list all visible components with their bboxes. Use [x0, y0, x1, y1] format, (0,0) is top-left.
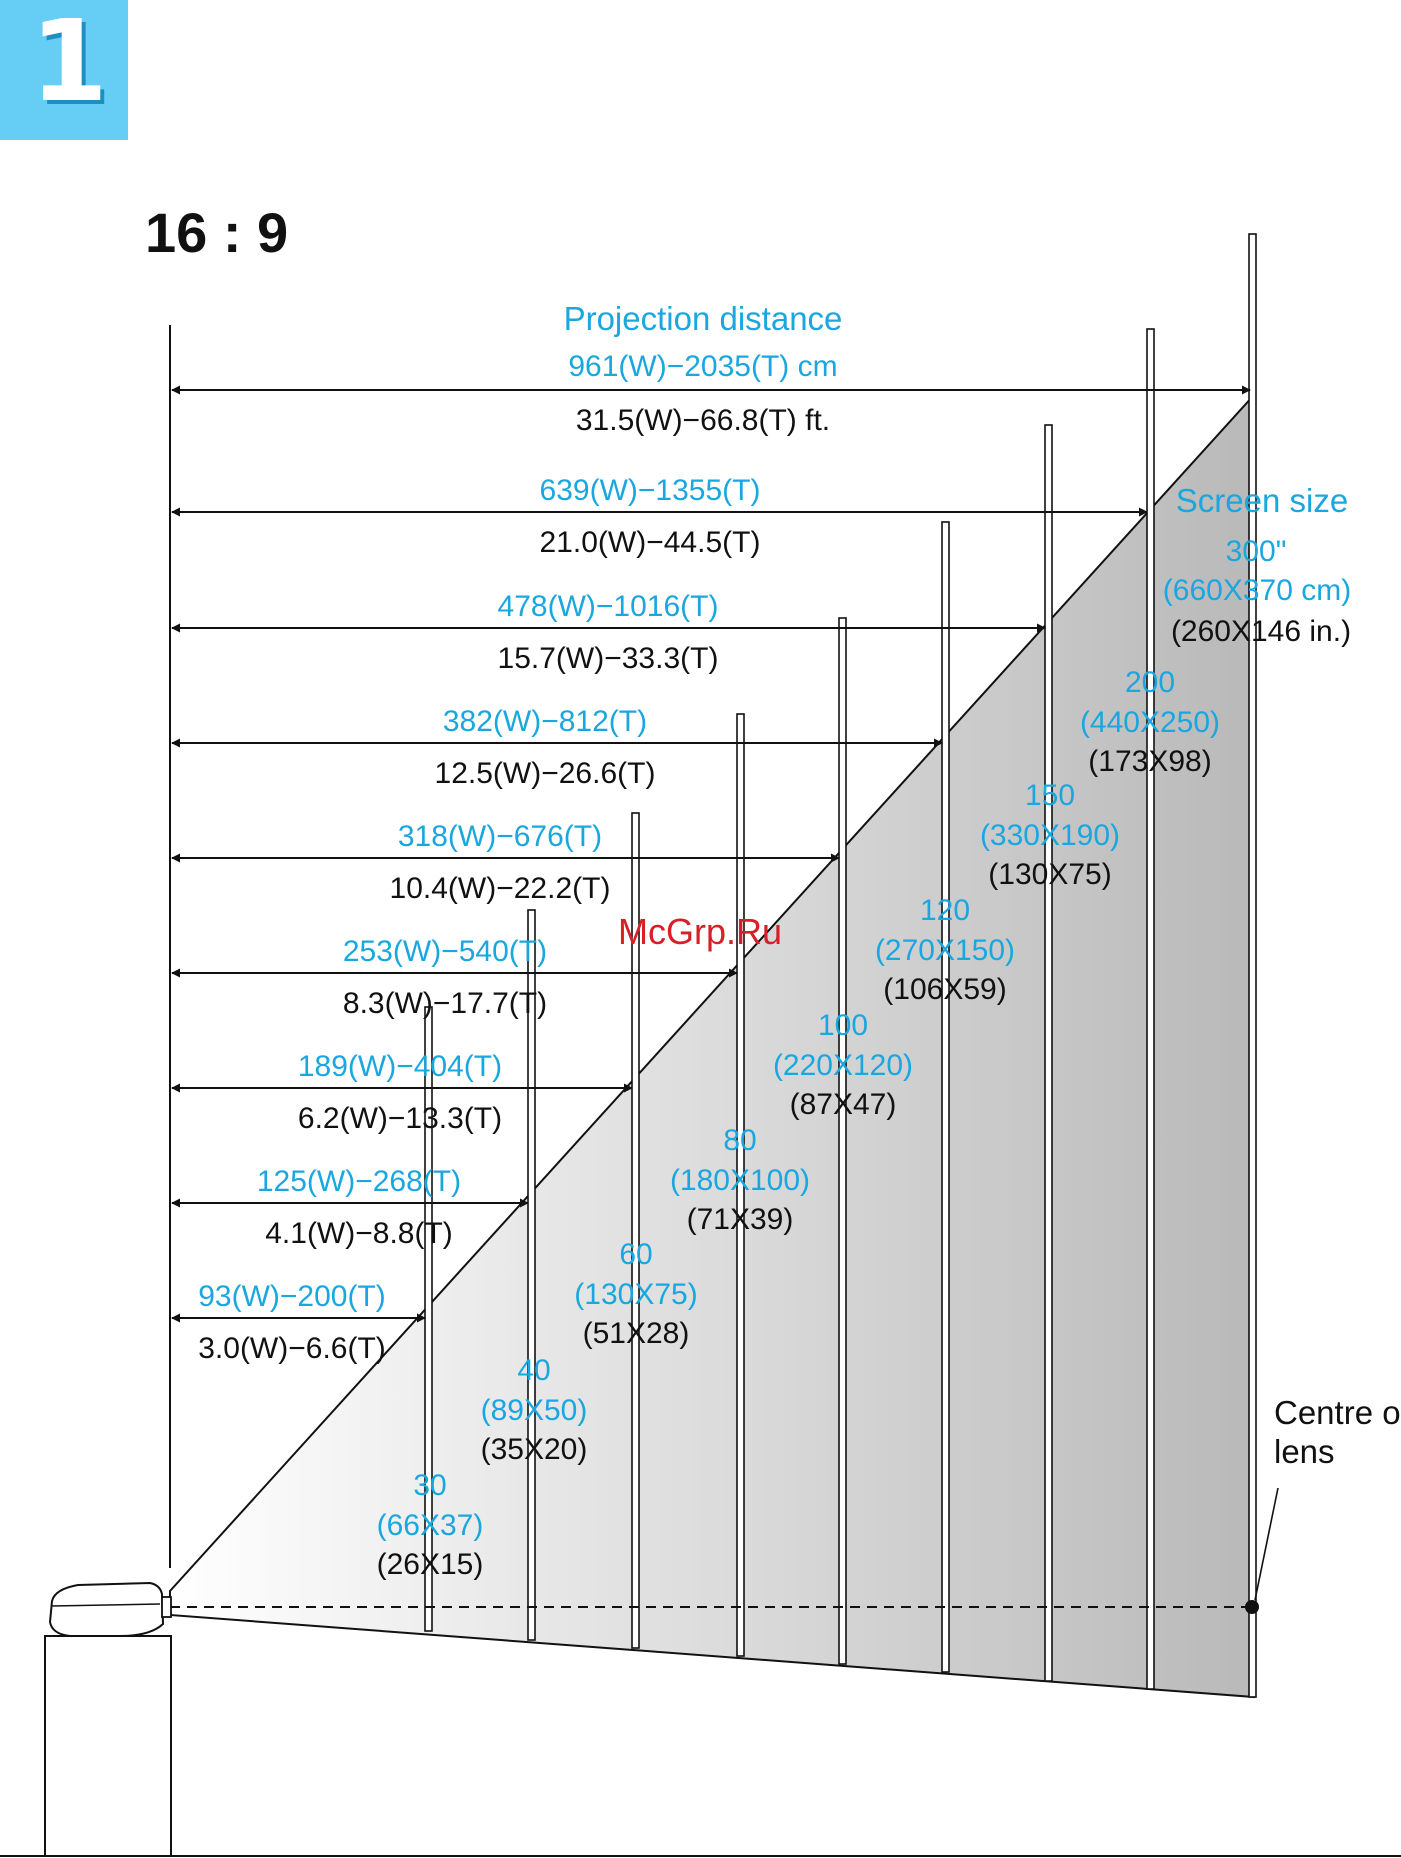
screen-size-1: 40 — [517, 1354, 550, 1387]
screen-cm-6: (330X190) — [980, 819, 1120, 852]
screen-cm-3: (180X100) — [670, 1164, 810, 1197]
screen-cm-4: (220X120) — [773, 1049, 913, 1082]
screen-inch-7: (173X98) — [1088, 745, 1211, 778]
screen-2 — [631, 812, 640, 1649]
screen-4 — [838, 617, 847, 1665]
screen-cm-2: (130X75) — [574, 1278, 697, 1311]
projector-seam — [51, 1603, 161, 1607]
screen-8 — [1248, 233, 1257, 1698]
screen-3 — [736, 713, 745, 1657]
screen-inch-2: (51X28) — [583, 1317, 690, 1350]
lens-centre-leader — [1254, 1487, 1279, 1601]
screen-size-0: 30 — [413, 1469, 446, 1502]
watermark: McGrp.Ru — [618, 911, 782, 952]
screen-inch-8: (260X146 in.) — [1171, 615, 1351, 648]
screen-size-2: 60 — [619, 1238, 652, 1271]
aspect-ratio-title: 16 : 9 — [145, 201, 289, 264]
screen-inch-5: (106X59) — [883, 973, 1006, 1006]
distance-metric-7: 639(W)−1355(T) — [540, 474, 761, 507]
projection-distance-title: Projection distance — [564, 300, 843, 337]
distance-metric-0: 93(W)−200(T) — [198, 1280, 386, 1313]
lens-centre-dot — [1245, 1600, 1259, 1614]
screen-size-8: 300" — [1226, 535, 1287, 568]
distance-imperial-3: 8.3(W)−17.7(T) — [343, 987, 547, 1020]
centre-of-lens-label-1: Centre of — [1274, 1394, 1401, 1431]
screen-size-3: 80 — [723, 1124, 756, 1157]
distance-imperial-7: 21.0(W)−44.5(T) — [540, 526, 761, 559]
distance-imperial-0: 3.0(W)−6.6(T) — [198, 1332, 386, 1365]
screen-size-title: Screen size — [1176, 482, 1348, 519]
screen-6 — [1044, 424, 1053, 1682]
screen-inch-3: (71X39) — [687, 1203, 794, 1236]
screen-size-4: 100 — [818, 1009, 868, 1042]
distance-metric-3: 253(W)−540(T) — [343, 935, 547, 968]
page-number-badge: 1 — [0, 0, 128, 140]
page-number: 1 — [30, 0, 108, 127]
distance-metric-max: 961(W)−2035(T) cm — [568, 350, 837, 383]
distance-imperial-max: 31.5(W)−66.8(T) ft. — [576, 404, 830, 437]
centre-of-lens-label-2: lens — [1274, 1433, 1335, 1470]
screen-cm-1: (89X50) — [481, 1394, 588, 1427]
distance-imperial-6: 15.7(W)−33.3(T) — [498, 642, 719, 675]
screen-inch-4: (87X47) — [790, 1088, 897, 1121]
projector-stand — [44, 1635, 172, 1857]
screen-cm-5: (270X150) — [875, 934, 1015, 967]
screen-size-6: 150 — [1025, 779, 1075, 812]
screen-1 — [527, 909, 536, 1641]
screen-inch-6: (130X75) — [988, 858, 1111, 891]
distance-metric-2: 189(W)−404(T) — [298, 1050, 502, 1083]
distance-metric-6: 478(W)−1016(T) — [498, 590, 719, 623]
screen-size-5: 120 — [920, 894, 970, 927]
screen-cm-7: (440X250) — [1080, 706, 1220, 739]
distance-metric-4: 318(W)−676(T) — [398, 820, 602, 853]
distance-imperial-1: 4.1(W)−8.8(T) — [265, 1217, 453, 1250]
screen-size-7: 200 — [1125, 666, 1175, 699]
screen-7 — [1146, 328, 1155, 1690]
screen-cm-8: (660X370 cm) — [1163, 574, 1351, 607]
projector-lens — [161, 1596, 172, 1618]
screen-cm-0: (66X37) — [377, 1509, 484, 1542]
projector-body — [48, 1581, 165, 1637]
screen-inch-0: (26X15) — [377, 1548, 484, 1581]
distance-imperial-5: 12.5(W)−26.6(T) — [435, 757, 656, 790]
screen-5 — [941, 521, 950, 1673]
screen-inch-1: (35X20) — [481, 1433, 588, 1466]
distance-imperial-4: 10.4(W)−22.2(T) — [390, 872, 611, 905]
distance-imperial-2: 6.2(W)−13.3(T) — [298, 1102, 502, 1135]
distance-metric-1: 125(W)−268(T) — [257, 1165, 461, 1198]
distance-metric-5: 382(W)−812(T) — [443, 705, 647, 738]
